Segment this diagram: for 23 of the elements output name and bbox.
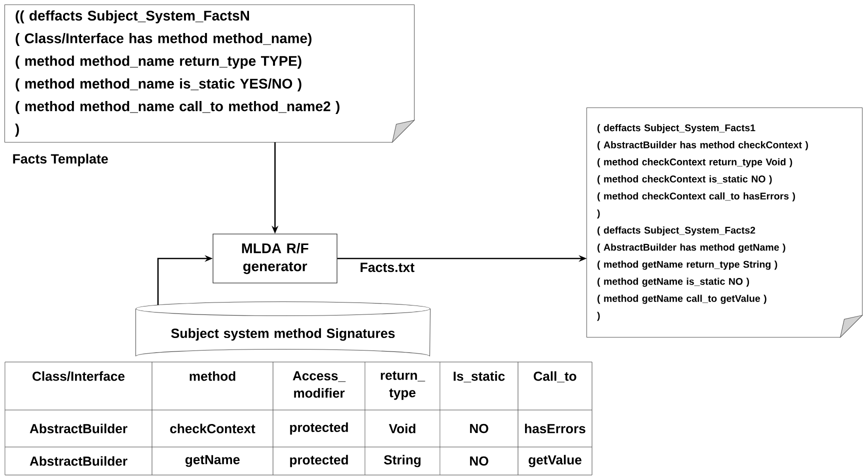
cell-text: NO [470, 456, 488, 466]
header-text: Call_to [534, 371, 576, 382]
cell-text: NO [470, 424, 488, 434]
process-box: MLDA R/F generator [212, 234, 338, 284]
caption-text: Facts Template [13, 154, 108, 166]
cell-text: hasErrors [525, 424, 586, 434]
cell-text: protected [290, 454, 348, 468]
header-text: return_ type [380, 371, 426, 400]
cell-text: getValue [528, 454, 582, 468]
cell-text: getName [185, 455, 240, 467]
cell-text: String [384, 454, 420, 468]
header-text: method [190, 371, 236, 381]
cell-text: AbstractBuilder [30, 456, 128, 466]
header-text: Access_ modifier [292, 371, 346, 398]
header-text: Is_static [454, 371, 505, 382]
database-cylinder: Subject system method Signatures [135, 301, 431, 357]
edge-label: Facts.txt [358, 261, 416, 274]
cell-text: Void [388, 424, 416, 434]
header-text: Class/Interface [32, 371, 125, 382]
cell-text: protected [290, 422, 348, 435]
cell-text: AbstractBuilder [30, 424, 128, 434]
node-label: Subject system method Signatures [171, 328, 395, 341]
cell-text: checkContext [170, 424, 256, 434]
